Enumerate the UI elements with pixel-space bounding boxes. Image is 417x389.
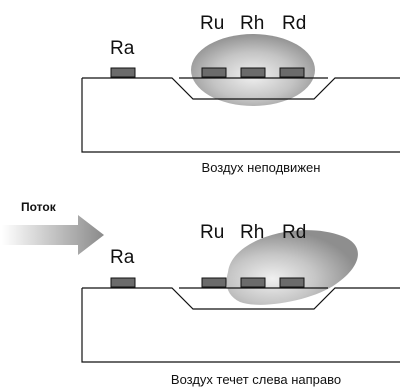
caption-still-air: Воздух неподвижен — [202, 160, 321, 175]
label-rd: Rd — [282, 222, 306, 243]
label-rd: Rd — [282, 13, 306, 34]
label-ru: Ru — [200, 222, 224, 243]
resistor-rh — [240, 277, 266, 288]
resistor-ru — [201, 277, 227, 288]
label-rh: Rh — [240, 13, 264, 34]
flow-label: Поток — [21, 200, 57, 214]
label-ra: Ra — [110, 38, 135, 59]
resistor-rd — [279, 277, 305, 288]
label-ru: Ru — [200, 13, 224, 34]
cavity-shape-bottom — [81, 288, 400, 363]
resistor-rh — [240, 67, 266, 78]
resistor-ra — [110, 277, 136, 288]
resistor-rd — [279, 67, 305, 78]
substrate-outline-top — [82, 77, 400, 100]
flowing-air-diagram: Поток Ra Ru Rh Rd Воздух течет слева нап… — [2, 200, 400, 387]
label-ra: Ra — [110, 247, 135, 268]
resistor-ru — [201, 67, 227, 78]
cavity-shape-top — [81, 78, 400, 153]
flow-arrow-icon — [2, 215, 104, 255]
substrate-outline-bottom — [82, 287, 400, 310]
resistor-ra — [110, 67, 136, 78]
still-air-diagram: Ra Ru Rh Rd Воздух неподвижен — [81, 13, 400, 175]
caption-flowing-air: Воздух течет слева направо — [171, 372, 341, 387]
label-rh: Rh — [240, 222, 264, 243]
